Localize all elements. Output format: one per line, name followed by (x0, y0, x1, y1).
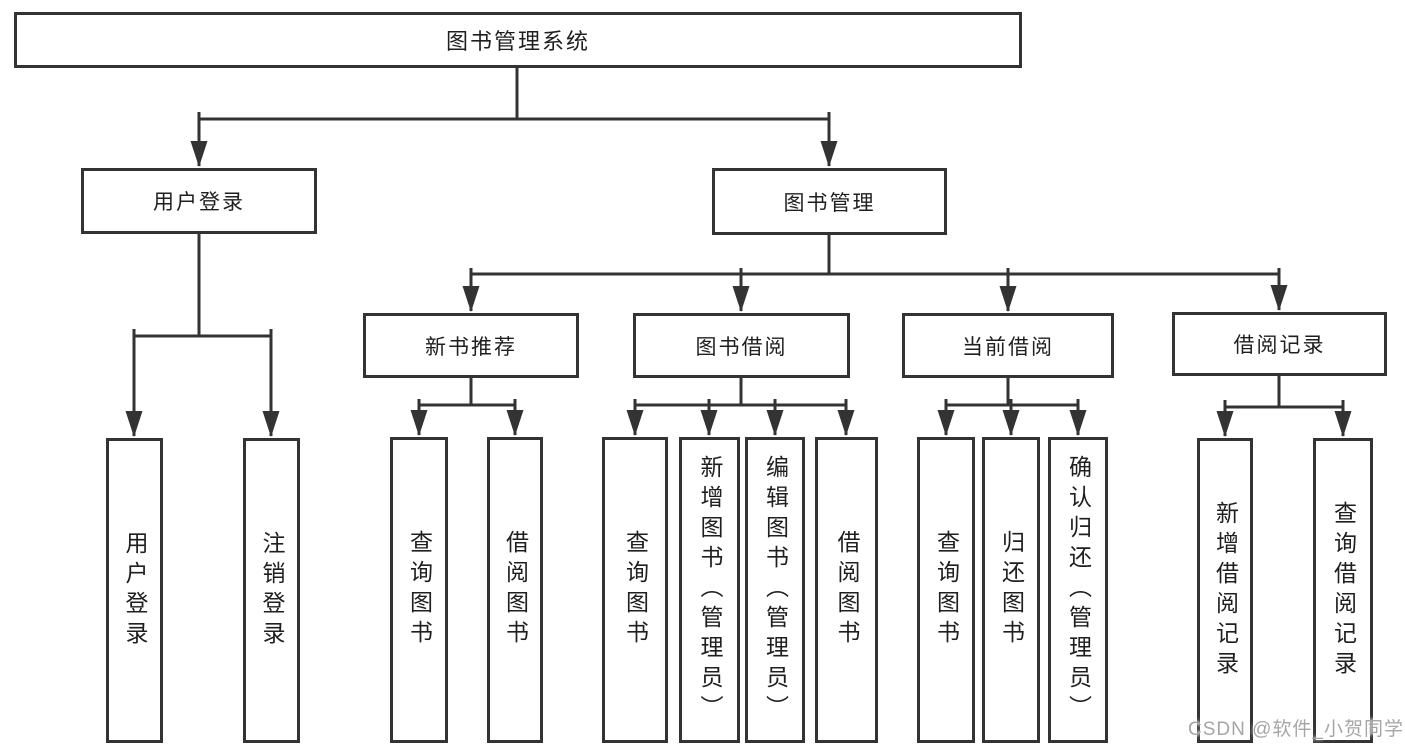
leaf-current-confirm-admin-label: 确认归还（管理员） (1065, 455, 1092, 725)
node-book-management-label: 图书管理 (783, 191, 876, 215)
branch-borrow-record (1216, 375, 1352, 437)
leaf-newbook-query: 查询图书 (390, 437, 448, 743)
node-book-management: 图书管理 (712, 168, 947, 235)
branch-root (190, 67, 838, 167)
leaf-current-query-label: 查询图书 (933, 530, 960, 650)
leaf-borrow-book: 借阅图书 (815, 437, 878, 743)
node-root: 图书管理系统 (14, 12, 1022, 68)
node-user-login-label: 用户登录 (153, 191, 245, 214)
node-new-book-recommend: 新书推荐 (363, 313, 579, 378)
leaf-user-login: 用户登录 (106, 438, 163, 743)
leaf-newbook-borrow-label: 借阅图书 (502, 530, 529, 650)
leaf-current-return: 归还图书 (982, 437, 1040, 743)
node-borrow-record: 借阅记录 (1172, 312, 1387, 376)
leaf-borrow-book-label: 借阅图书 (834, 530, 860, 650)
node-root-label: 图书管理系统 (445, 29, 590, 54)
leaf-record-query: 查询借阅记录 (1313, 438, 1373, 743)
leaf-logout-label: 注销登录 (259, 530, 285, 651)
leaf-borrow-edit-admin: 编辑图书（管理员） (745, 437, 805, 743)
leaf-record-add: 新增借阅记录 (1197, 438, 1253, 743)
node-book-borrow: 图书借阅 (633, 313, 850, 378)
leaf-newbook-query-label: 查询图书 (406, 530, 433, 650)
branch-book-borrow (626, 377, 855, 436)
watermark: CSDN @软件_小贺同学 (1188, 719, 1404, 740)
leaf-logout: 注销登录 (243, 438, 300, 743)
branch-current-borrow (937, 377, 1087, 436)
leaf-newbook-borrow: 借阅图书 (487, 437, 543, 743)
leaf-borrow-query: 查询图书 (602, 437, 668, 743)
branch-user-login (125, 233, 280, 437)
leaf-borrow-edit-admin-label: 编辑图书（管理员） (762, 455, 789, 725)
leaf-current-return-label: 归还图书 (998, 530, 1025, 650)
node-book-borrow-label: 图书借阅 (695, 335, 788, 359)
node-new-book-recommend-label: 新书推荐 (425, 335, 517, 359)
branch-new-book (410, 377, 524, 436)
branch-book-management (462, 234, 1288, 312)
leaf-user-login-label: 用户登录 (122, 530, 148, 651)
leaf-borrow-query-label: 查询图书 (622, 530, 649, 650)
node-current-borrow: 当前借阅 (902, 313, 1114, 378)
node-current-borrow-label: 当前借阅 (962, 335, 1054, 359)
leaf-borrow-add-admin: 新增图书（管理员） (679, 437, 740, 743)
leaf-current-query: 查询图书 (917, 437, 975, 743)
leaf-record-query-label: 查询借阅记录 (1330, 500, 1357, 681)
leaf-current-confirm-admin: 确认归还（管理员） (1048, 437, 1108, 743)
node-borrow-record-label: 借阅记录 (1233, 334, 1326, 357)
leaf-record-add-label: 新增借阅记录 (1212, 500, 1239, 681)
node-user-login: 用户登录 (81, 168, 317, 234)
leaf-borrow-add-admin-label: 新增图书（管理员） (697, 455, 723, 725)
